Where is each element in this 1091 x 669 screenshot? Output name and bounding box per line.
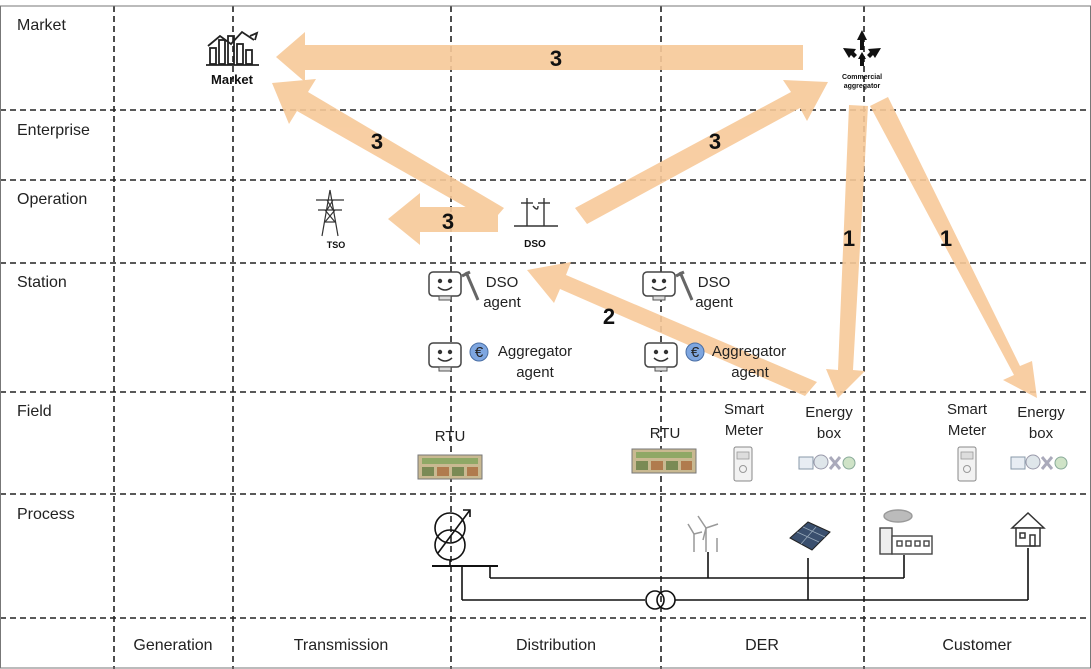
- euro-coin-icon: [685, 342, 705, 362]
- smart-meter-label-line1: Smart: [724, 401, 765, 418]
- arrow-dso-to-tso: [388, 193, 498, 245]
- smart-meter-label-line2: Meter: [725, 422, 763, 439]
- agent-robot-icon: [428, 271, 462, 301]
- energy-box-icon: [797, 453, 857, 471]
- zone-label-enterprise: Enterprise: [17, 122, 90, 139]
- arrow-aggregator-to-market: [276, 32, 803, 82]
- aggregator-arrows-icon: [843, 30, 881, 66]
- arrow-dso-to-aggregator: [575, 80, 828, 224]
- commercial-aggregator-node: Commercial aggregator: [842, 30, 882, 90]
- domain-label-generation: Generation: [133, 637, 212, 654]
- coupling-transformer-icon: [645, 590, 676, 610]
- domain-label-der: DER: [745, 637, 779, 654]
- arrow-number-aggregator-customer: 1: [940, 226, 952, 251]
- zone-labels: Market Enterprise Operation Station Fiel…: [17, 17, 90, 523]
- distribution-aggregator-agent: € Aggregator agent: [428, 342, 572, 381]
- market-node: Market: [206, 30, 259, 87]
- smart-meter-icon: [733, 446, 753, 482]
- agent-robot-icon: [644, 342, 678, 372]
- zone-label-station: Station: [17, 274, 67, 291]
- der-rtu: RTU: [631, 425, 697, 474]
- wrench-icon: [675, 270, 694, 301]
- customer-energy-box: Energy box: [1009, 404, 1069, 471]
- energy-box-icon: [1009, 453, 1069, 471]
- arrow-number-dso-market: 3: [371, 129, 383, 154]
- zone-label-process: Process: [17, 506, 75, 523]
- der-smart-meter: Smart Meter: [724, 401, 765, 482]
- transmission-tower-icon: [316, 189, 344, 237]
- distribution-rtu: RTU: [417, 428, 483, 480]
- aggregator-agent-label-line1: Aggregator: [498, 343, 572, 360]
- der-aggregator-agent: € Aggregator agent: [644, 342, 786, 381]
- dso-agent-label-line1: DSO: [698, 274, 731, 291]
- agent-robot-icon: [642, 271, 676, 301]
- wrench-icon: [461, 270, 480, 301]
- commercial-aggregator-label-line2: aggregator: [844, 83, 881, 90]
- arrow-numbers: 3 3 3 3 2 1 1: [371, 46, 952, 329]
- arrow-number-energybox-dso: 2: [603, 304, 615, 329]
- zone-label-field: Field: [17, 403, 52, 420]
- domain-label-customer: Customer: [942, 637, 1012, 654]
- customer-smart-meter: Smart Meter: [947, 401, 988, 482]
- process-network: [432, 509, 1029, 610]
- aggregator-agent-label-line1: Aggregator: [712, 343, 786, 360]
- energy-box-label-line1: Energy: [1017, 404, 1065, 421]
- zone-label-operation: Operation: [17, 191, 87, 208]
- der-dso-agent: DSO agent: [642, 270, 734, 311]
- tso-node: TSO: [316, 189, 346, 250]
- commercial-aggregator-label-line1: Commercial: [842, 74, 882, 81]
- distribution-pole-icon: [514, 198, 558, 227]
- tso-label: TSO: [327, 240, 346, 250]
- arrow-aggregator-to-der-box: [826, 105, 868, 398]
- domain-label-transmission: Transmission: [294, 637, 389, 654]
- arrow-aggregator-to-customer-box: [870, 97, 1037, 398]
- smart-meter-label-line1: Smart: [947, 401, 988, 418]
- energy-box-label-line2: box: [817, 425, 842, 442]
- smart-meter-label-line2: Meter: [948, 422, 986, 439]
- smart-meter-icon: [957, 446, 977, 482]
- energy-box-label-line2: box: [1029, 425, 1054, 442]
- agent-robot-icon: [428, 342, 462, 372]
- dso-agent-label-line1: DSO: [486, 274, 519, 291]
- diagram-frame: [0, 5, 1091, 669]
- arrow-dso-to-market: [272, 79, 504, 222]
- dso-node: DSO: [514, 198, 558, 250]
- solar-panel-icon: [789, 521, 831, 551]
- euro-coin-icon: [469, 342, 489, 362]
- domain-label-distribution: Distribution: [516, 637, 596, 654]
- der-energy-box: Energy box: [797, 404, 857, 471]
- factory-icon: [879, 509, 933, 555]
- euro-symbol: €: [475, 344, 484, 361]
- arrow-number-dso-aggregator: 3: [709, 129, 721, 154]
- wind-turbine-icon: [687, 515, 719, 552]
- dso-label: DSO: [524, 239, 546, 250]
- arrow-energybox-to-dso: [527, 262, 817, 396]
- zone-grid: [0, 6, 1091, 669]
- dso-agent-label-line2: agent: [483, 294, 521, 311]
- euro-symbol: €: [691, 344, 700, 361]
- dso-agent-label-line2: agent: [695, 294, 733, 311]
- arrow-number-dso-tso: 3: [442, 209, 454, 234]
- rtu-board-icon: [417, 454, 483, 480]
- domain-labels: Generation Transmission Distribution DER…: [133, 637, 1012, 654]
- market-label: Market: [211, 72, 254, 87]
- rtu-board-icon: [631, 448, 697, 474]
- house-icon: [1010, 511, 1046, 547]
- zone-label-market: Market: [17, 17, 66, 34]
- arrow-number-aggregator-der: 1: [843, 226, 855, 251]
- arrow-number-aggregator-market: 3: [550, 46, 562, 71]
- energy-box-label-line1: Energy: [805, 404, 853, 421]
- market-chart-icon: [206, 30, 259, 66]
- aggregator-agent-label-line2: agent: [516, 364, 554, 381]
- rtu-label: RTU: [650, 425, 681, 442]
- aggregator-agent-label-line2: agent: [731, 364, 769, 381]
- transformer-icon: [434, 509, 471, 566]
- flow-arrows: [272, 32, 1037, 398]
- rtu-label: RTU: [435, 428, 466, 445]
- distribution-dso-agent: DSO agent: [428, 270, 522, 311]
